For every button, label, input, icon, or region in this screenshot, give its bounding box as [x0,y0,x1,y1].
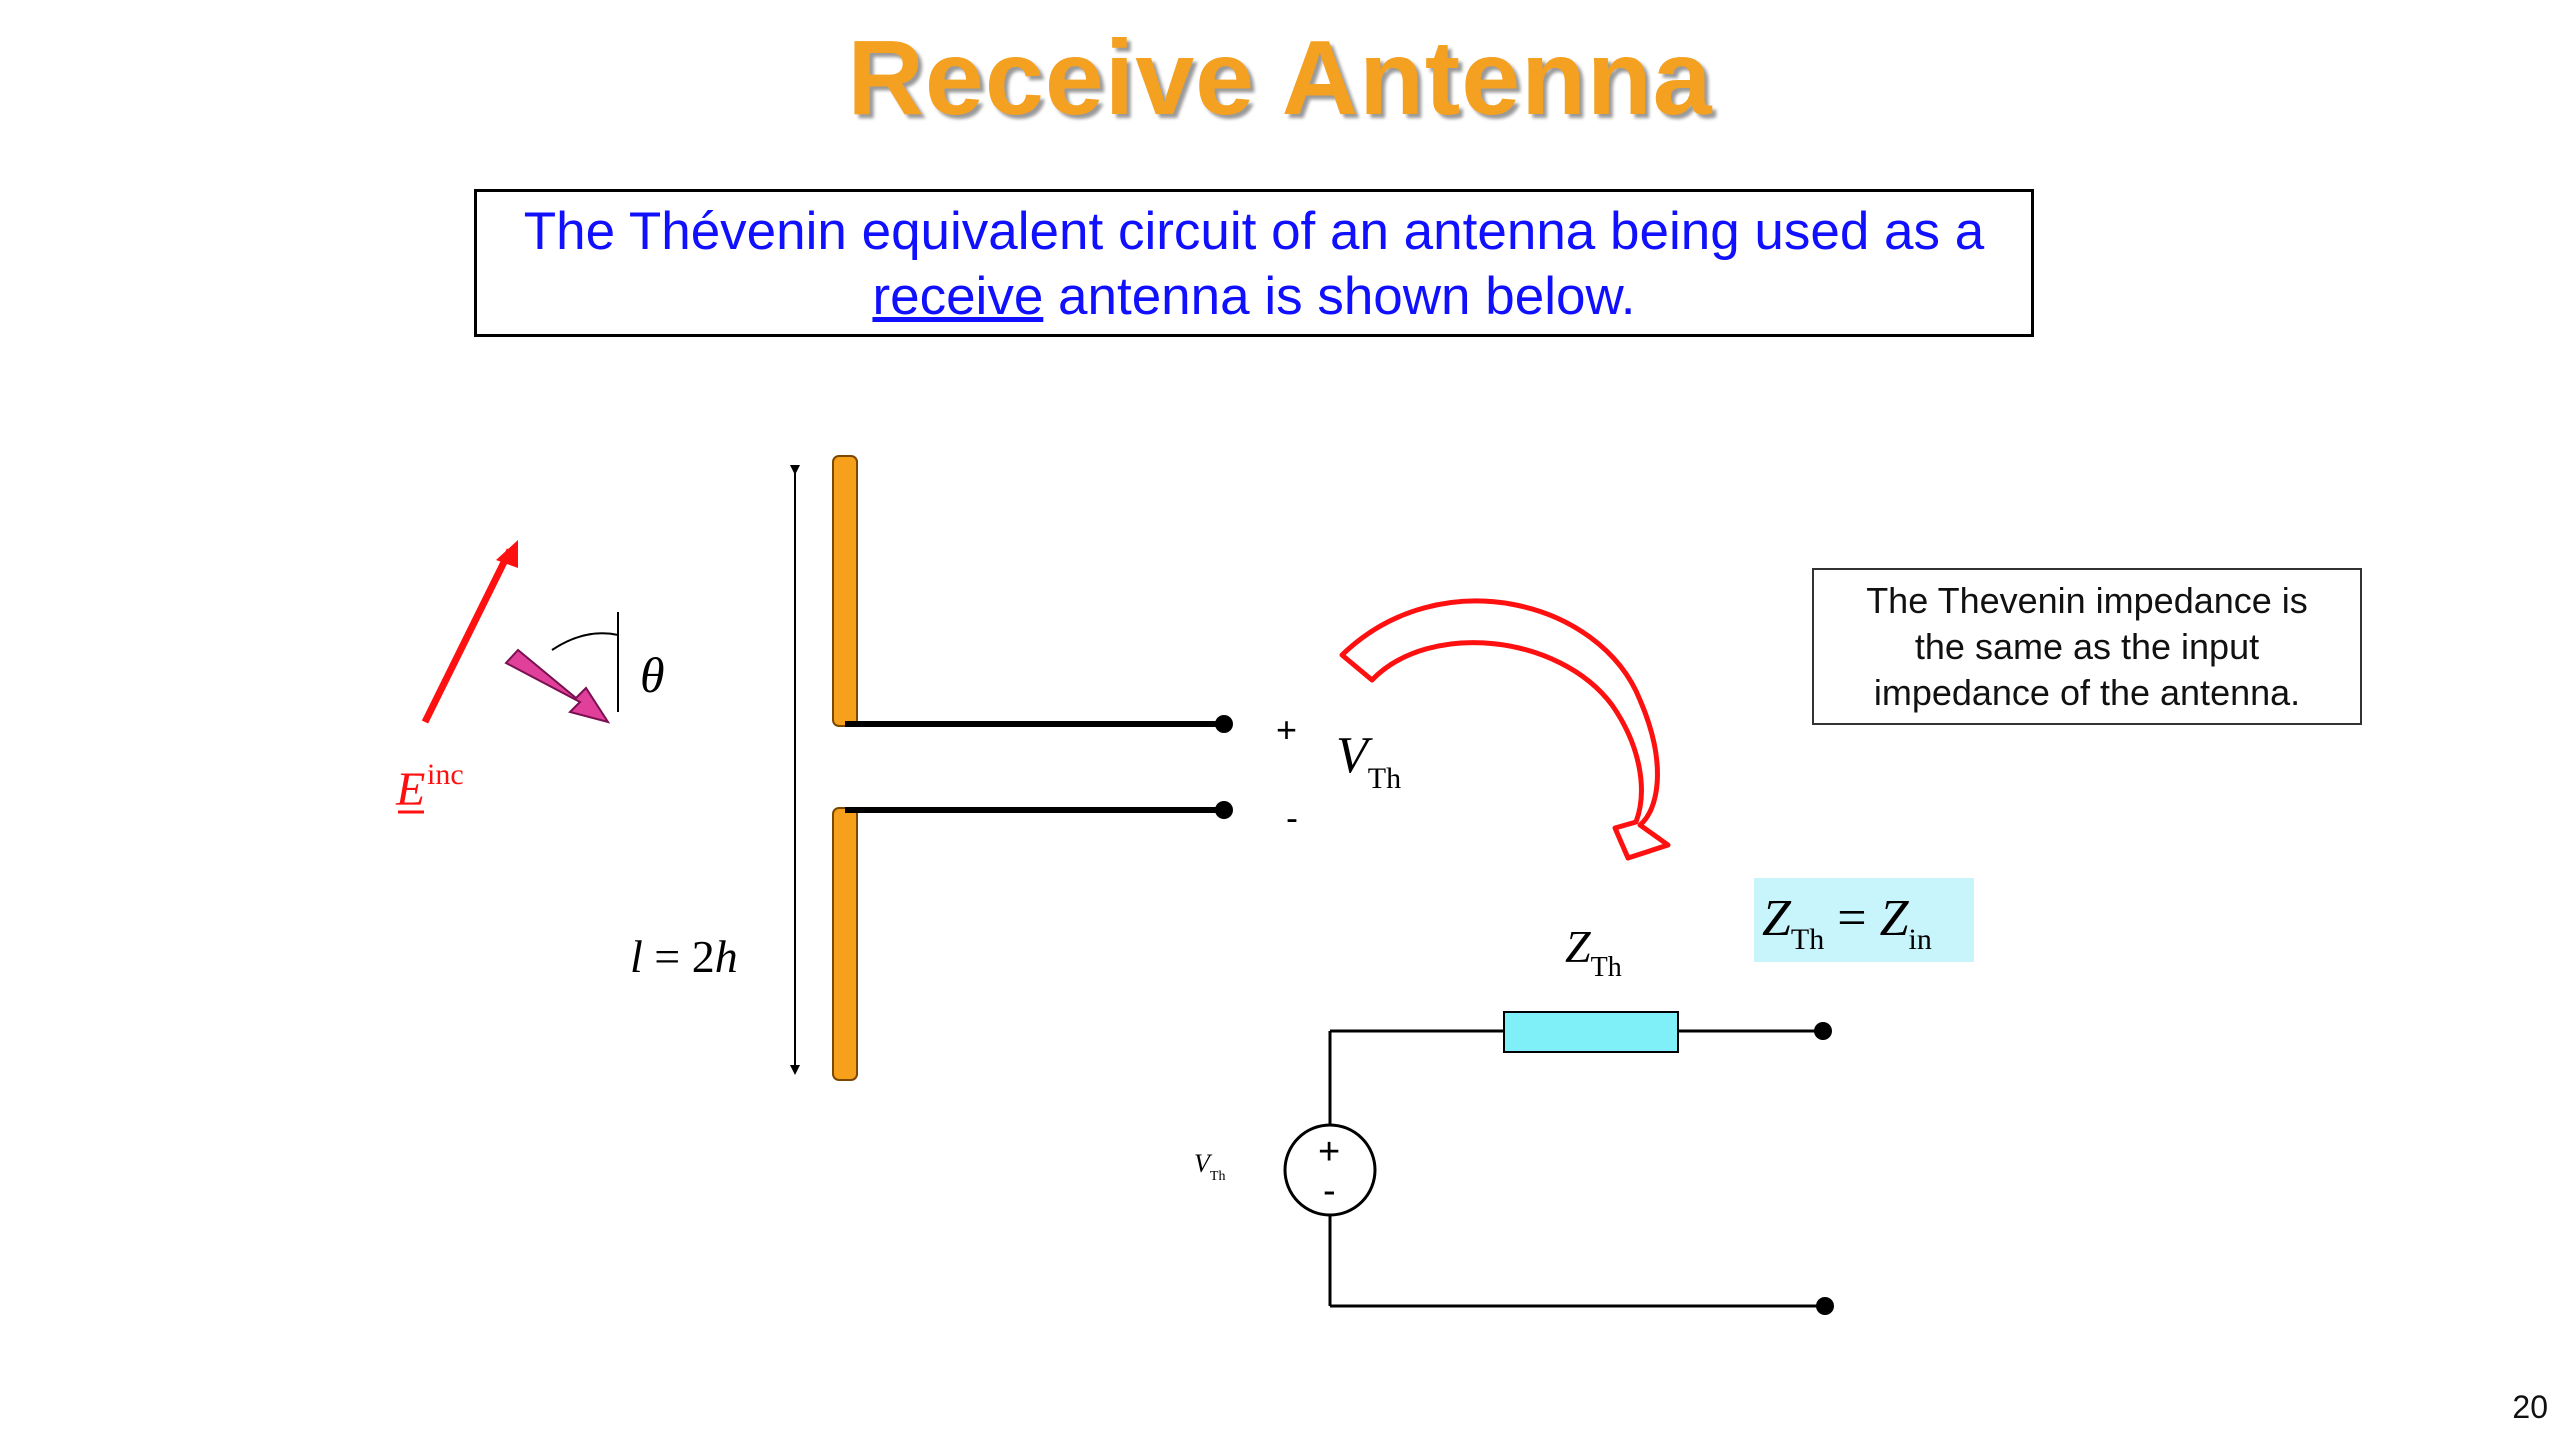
svg-text:ZTh = Zin: ZTh = Zin [1762,890,1932,956]
circuit-terminal-top [1814,1022,1832,1040]
antenna-upper-arm [832,455,858,727]
terminal-minus-label: - [1286,797,1298,838]
e-field-label: E [395,763,425,816]
source-plus-label: + [1318,1131,1340,1173]
vth-terminal-label: VTh [1336,727,1401,795]
e-field-arrow-icon [421,540,518,724]
page-title: Receive Antenna [847,19,1713,137]
svg-text:VTh: VTh [1336,727,1401,795]
svg-text:l = 2h: l = 2h [630,931,738,982]
impedance-equation: ZTh = Zin [1762,890,1932,956]
e-field-superscript: inc [427,758,464,791]
equation-highlight [1754,878,1974,962]
svg-text:VTh: VTh [1194,1149,1225,1184]
svg-text:ZTh: ZTh [1565,921,1622,983]
curved-arrow-icon [1339,598,1671,861]
note-line-3: impedance of the antenna. [1873,672,2301,713]
note-line-2: the same as the input [1914,626,2260,667]
note-line-1: The Thevenin impedance is [1866,580,2308,621]
source-minus-label: - [1323,1170,1336,1212]
terminal-plus-label: + [1276,709,1297,750]
thevenin-note-box: The Thevenin impedance is the same as th… [1812,568,2362,725]
antenna-lower-arm [832,807,858,1081]
intro-underlined-word: receive [872,267,1044,326]
theta-label: θ [640,647,665,703]
zth-label: ZTh [1565,921,1622,983]
circuit-terminal-bottom [1816,1297,1834,1315]
zth-resistor [1503,1011,1679,1053]
terminal-bottom [1215,801,1233,819]
terminal-top [1215,715,1233,733]
intro-line-1: The Thévenin equivalent circuit of an an… [523,202,1985,261]
theta-angle-mark [551,612,619,712]
intro-text-box: The Thévenin equivalent circuit of an an… [474,189,2034,337]
length-label: l = 2h [630,931,738,982]
intro-line-2: antenna is shown below. [1043,267,1636,326]
page-number: 20 [2512,1389,2548,1425]
source-vth-label: VTh [1194,1149,1225,1184]
incidence-arrow-icon [504,648,611,724]
